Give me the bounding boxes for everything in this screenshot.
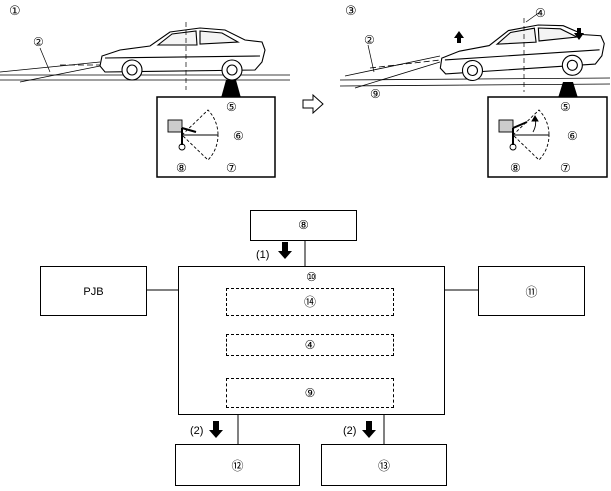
- car-left: [99, 27, 266, 81]
- left-beam-lines: [0, 61, 290, 83]
- output-12-box: ⑫: [175, 444, 300, 486]
- callout-leader-2-right: [367, 44, 375, 73]
- left-sensor-graphic: [167, 109, 219, 161]
- up-arrow-icon: [454, 31, 464, 43]
- right-beam-lines: [339, 55, 611, 89]
- controller-step-2: ④: [226, 334, 394, 356]
- callout-2-left: ②: [33, 35, 44, 49]
- callout-8-right: ⑧: [510, 161, 521, 175]
- callout-4-right: ④: [535, 6, 546, 20]
- controller-step-1-label: ⑭: [303, 295, 316, 309]
- output-13-box: ⑬: [321, 444, 447, 486]
- sensor-label: ⑧: [298, 218, 309, 232]
- signal-label-1: (1): [256, 249, 270, 261]
- callout-7-left: ⑦: [226, 161, 237, 175]
- sensor-box: ⑧: [250, 210, 357, 241]
- car-leveling-illustration: ① ② ⑤ ⑥ ⑦ ⑧ ③: [0, 4, 611, 178]
- callout-6-right: ⑥: [567, 129, 578, 143]
- down-arrow-icon: [574, 28, 584, 40]
- controller-step-3-label: ⑨: [304, 386, 316, 400]
- signal-label-2-right: (2): [343, 425, 357, 437]
- callout-8-left: ⑧: [176, 161, 187, 175]
- callout-6-left: ⑥: [233, 129, 244, 143]
- unit-11-box: ⑪: [478, 266, 585, 316]
- signal-label-2-left: (2): [190, 425, 204, 437]
- right-sensor-inset: [487, 96, 608, 178]
- left-inset-pointer: [221, 80, 241, 98]
- callout-9-right: ⑨: [370, 87, 381, 101]
- pjb-label: PJB: [83, 286, 104, 298]
- panel-number-3: ③: [345, 4, 357, 19]
- left-sensor-inset: [156, 96, 276, 178]
- right-sensor-graphic: [498, 109, 550, 161]
- block-diagram-connectors: [146, 240, 478, 444]
- output-13-label: ⑬: [377, 459, 390, 473]
- pjb-box: PJB: [40, 266, 147, 316]
- right-inset-pointer: [558, 82, 578, 98]
- output-12-label: ⑫: [231, 459, 244, 473]
- callout-leader-2-left: [39, 47, 51, 73]
- unit-11-label: ⑪: [525, 285, 538, 299]
- callout-5-right: ⑤: [560, 100, 571, 114]
- right-hollow-arrow-icon: [302, 93, 324, 115]
- controller-step-1: ⑭: [226, 288, 394, 316]
- callout-7-right: ⑦: [560, 161, 571, 175]
- controller-step-2-label: ④: [304, 338, 316, 352]
- callout-2-right: ②: [364, 33, 375, 47]
- controller-label: ⑩: [306, 270, 317, 284]
- controller-box: ⑩: [178, 266, 445, 415]
- controller-step-3: ⑨: [226, 378, 394, 408]
- callout-5-left: ⑤: [226, 100, 237, 114]
- callout-leader-4: [525, 11, 541, 23]
- car-right: [439, 24, 605, 82]
- panel-number-1: ①: [9, 4, 21, 19]
